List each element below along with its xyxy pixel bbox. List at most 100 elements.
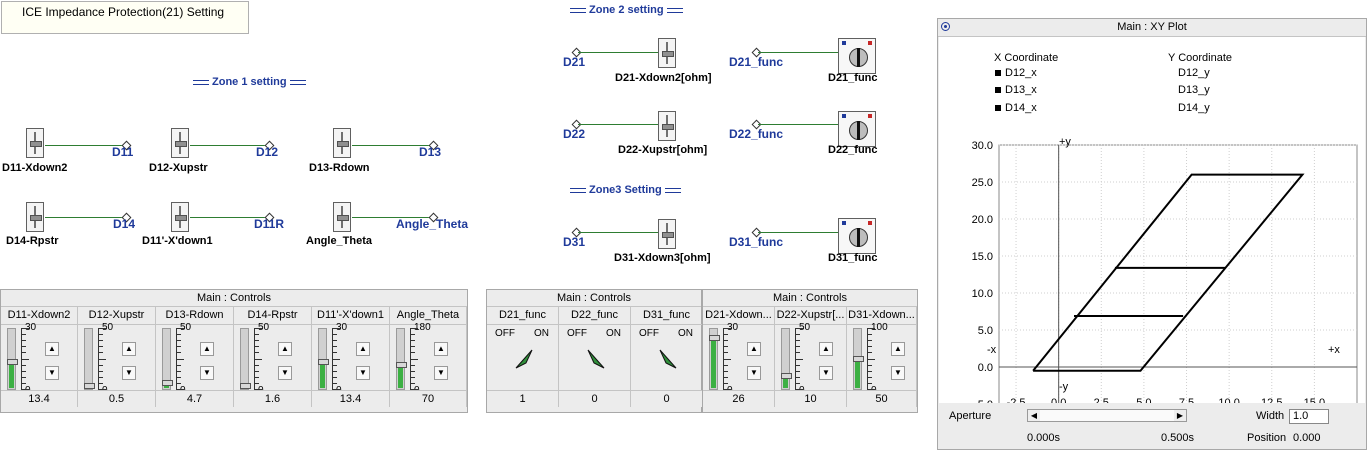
zone2-header-text: Zone 2 setting xyxy=(589,4,664,16)
scale-tick xyxy=(796,352,800,354)
dial-component-d21[interactable] xyxy=(838,38,876,74)
axis-label-neg-x: -x xyxy=(987,344,997,356)
spin-up-button[interactable]: ▲ xyxy=(356,342,370,356)
spin-down-button[interactable]: ▼ xyxy=(278,366,292,380)
slider-thumb[interactable] xyxy=(240,383,251,389)
scale-tick xyxy=(22,358,29,360)
aperture-scrollbar[interactable]: ◀ ▶ xyxy=(1027,409,1187,422)
spin-up-button[interactable]: ▲ xyxy=(434,342,448,356)
scroll-left-icon[interactable]: ◀ xyxy=(1028,410,1040,421)
signal-label-d31-in: D31 xyxy=(563,235,586,249)
spin-up-button[interactable]: ▲ xyxy=(891,342,905,356)
scale-tick xyxy=(255,358,262,360)
x-tick-label: 15.0 xyxy=(1304,397,1325,403)
component-label-d13: D13-Rdown xyxy=(309,162,370,174)
spin-up-button[interactable]: ▲ xyxy=(200,342,214,356)
width-input[interactable]: 1.0 xyxy=(1289,409,1329,424)
control-value: 13.4 xyxy=(312,390,389,407)
slider-track[interactable] xyxy=(162,328,173,390)
slider-thumb[interactable] xyxy=(396,362,407,369)
control-value: 0 xyxy=(559,390,630,407)
spin-up-button[interactable]: ▲ xyxy=(747,342,761,356)
slider-track[interactable] xyxy=(240,328,251,390)
slider-track[interactable] xyxy=(853,328,864,390)
scale-tick xyxy=(868,334,872,336)
wire xyxy=(578,124,658,125)
spin-down-button[interactable]: ▼ xyxy=(434,366,448,380)
scale-tick xyxy=(255,334,259,336)
slider-component-d11[interactable] xyxy=(26,128,44,158)
slider-track[interactable] xyxy=(318,328,329,390)
rotary-switch-knob[interactable] xyxy=(513,348,535,370)
slider-component-d14[interactable] xyxy=(26,202,44,232)
scale-tick xyxy=(99,358,106,360)
scale-tick xyxy=(796,358,803,360)
scale-tick xyxy=(99,328,106,329)
plot-settings-icon[interactable] xyxy=(941,22,950,31)
wire xyxy=(45,217,125,218)
scale-tick xyxy=(411,370,415,372)
slider-track[interactable] xyxy=(781,328,792,390)
spin-down-button[interactable]: ▼ xyxy=(891,366,905,380)
spin-up-button[interactable]: ▲ xyxy=(122,342,136,356)
slider-thumb[interactable] xyxy=(853,356,864,362)
scale-tick xyxy=(868,346,872,348)
rotary-switch-knob[interactable] xyxy=(585,348,607,370)
scale-tick xyxy=(22,328,29,329)
scale-tick xyxy=(411,389,418,390)
slider-thumb[interactable] xyxy=(7,359,18,366)
slider-track[interactable] xyxy=(709,328,720,390)
scroll-right-icon[interactable]: ▶ xyxy=(1174,410,1186,421)
signal-label-theta: Angle_Theta xyxy=(396,217,469,231)
scale-tick xyxy=(333,376,337,378)
wire xyxy=(758,52,838,53)
signal-label-d22-func: D22_func xyxy=(729,127,784,141)
x-tick-label: 7.5 xyxy=(1179,397,1194,403)
slider-component-d31[interactable] xyxy=(658,219,676,249)
slider-thumb[interactable] xyxy=(709,334,720,341)
slider-thumb[interactable] xyxy=(318,359,329,366)
scale-tick xyxy=(177,370,181,372)
slider-scale: 300 xyxy=(21,322,46,396)
slider-component-d13[interactable] xyxy=(333,128,351,158)
scale-tick xyxy=(99,376,103,378)
slider-component-d22[interactable] xyxy=(658,111,676,141)
rotary-switch-knob[interactable] xyxy=(657,348,679,370)
legend-swatch xyxy=(995,87,1001,94)
scale-tick xyxy=(724,352,728,354)
scale-tick xyxy=(796,340,800,342)
dial-label-d22: D22_func xyxy=(828,144,878,156)
scale-tick xyxy=(796,370,800,372)
scale-tick xyxy=(99,352,103,354)
spin-down-button[interactable]: ▼ xyxy=(45,366,59,380)
scale-tick xyxy=(22,370,26,372)
spin-down-button[interactable]: ▼ xyxy=(200,366,214,380)
wire xyxy=(758,232,838,233)
signal-label-d22-in: D22 xyxy=(563,127,586,141)
slider-track[interactable] xyxy=(396,328,407,390)
slider-thumb[interactable] xyxy=(84,383,95,389)
slider-track[interactable] xyxy=(84,328,95,390)
slider-component-d21[interactable] xyxy=(658,38,676,68)
slider-component-theta[interactable] xyxy=(333,202,351,232)
slider-component-d12[interactable] xyxy=(171,128,189,158)
dial-component-d22[interactable] xyxy=(838,111,876,147)
spin-down-button[interactable]: ▼ xyxy=(747,366,761,380)
spin-up-button[interactable]: ▲ xyxy=(819,342,833,356)
scale-tick xyxy=(724,370,728,372)
spin-up-button[interactable]: ▲ xyxy=(45,342,59,356)
dial-component-d31[interactable] xyxy=(838,218,876,254)
slider-component-d11r[interactable] xyxy=(171,202,189,232)
slider-scale: 300 xyxy=(723,322,748,396)
slider-thumb[interactable] xyxy=(781,373,792,380)
spin-down-button[interactable]: ▼ xyxy=(819,366,833,380)
spin-up-button[interactable]: ▲ xyxy=(278,342,292,356)
spin-down-button[interactable]: ▼ xyxy=(356,366,370,380)
spin-down-button[interactable]: ▼ xyxy=(122,366,136,380)
scale-tick xyxy=(868,382,872,384)
slider-scale: 500 xyxy=(254,322,279,396)
plot-frame xyxy=(998,144,1358,403)
slider-thumb[interactable] xyxy=(162,379,173,386)
slider-track[interactable] xyxy=(7,328,18,390)
scale-tick xyxy=(22,340,26,342)
